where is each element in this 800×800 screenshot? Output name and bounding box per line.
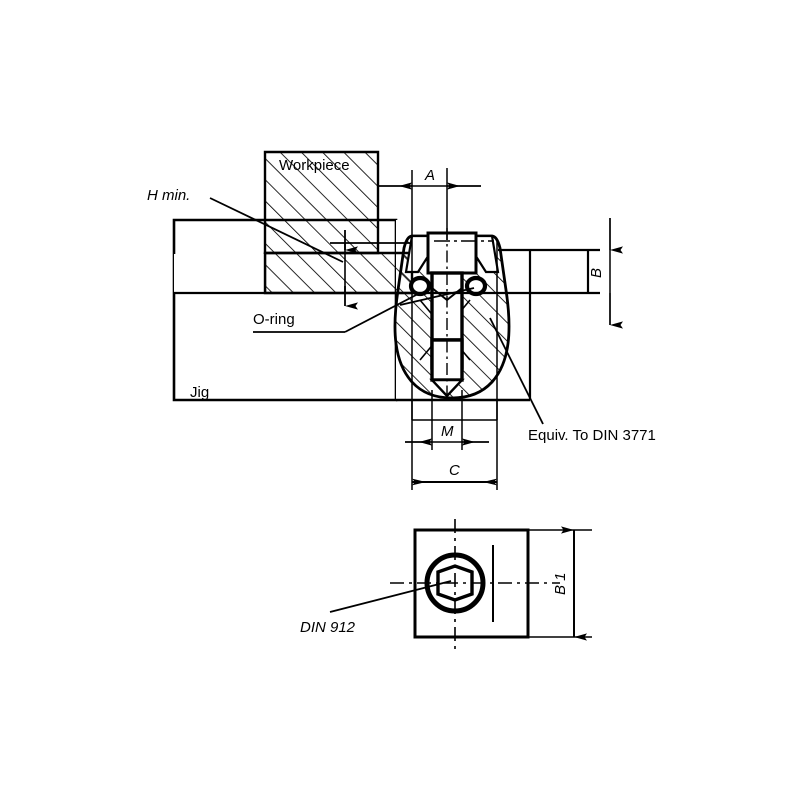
o-ring-left [408,275,432,297]
dimension-a: A [378,167,481,420]
screw-head [426,231,478,275]
jig-body [172,218,588,402]
cap-screw [426,228,494,400]
dimension-b1: B 1 [528,526,592,641]
flange-left-mask [174,254,265,292]
dimension-label-m: M [441,423,454,440]
dimension-m: M [405,390,489,450]
dimension-label-c: C [449,462,460,479]
label-workpiece: Workpiece [279,157,350,174]
jig-reference-lines [174,248,600,402]
dimension-label-a: A [424,167,435,184]
dimension-h-min: H min. [147,187,412,310]
label-din-912: DIN 912 [300,619,356,636]
workpiece-block [174,150,414,295]
construction-lines [412,240,498,421]
din3771-callout: Equiv. To DIN 3771 [489,317,656,444]
sectional-elevation-view: H min. Workpiece O-ring Jig Equiv. To DI… [147,150,656,490]
o-ring-right [464,275,488,297]
o-ring-leader-1 [344,293,419,333]
din912-leader [329,580,452,613]
h-min-leader [209,197,344,263]
din3771-leader [489,317,544,425]
label-o-ring: O-ring [253,311,295,328]
label-h-min: H min. [147,187,190,204]
dimension-b: B [588,218,623,329]
dimension-label-b1: B 1 [552,572,569,595]
label-din-3771: Equiv. To DIN 3771 [528,427,656,444]
dimension-c: C [411,400,498,490]
plan-view: DIN 912 B 1 [300,519,592,650]
dimension-label-b: B [588,268,605,278]
label-jig: Jig [190,384,209,401]
din912-callout: DIN 912 [300,580,452,636]
